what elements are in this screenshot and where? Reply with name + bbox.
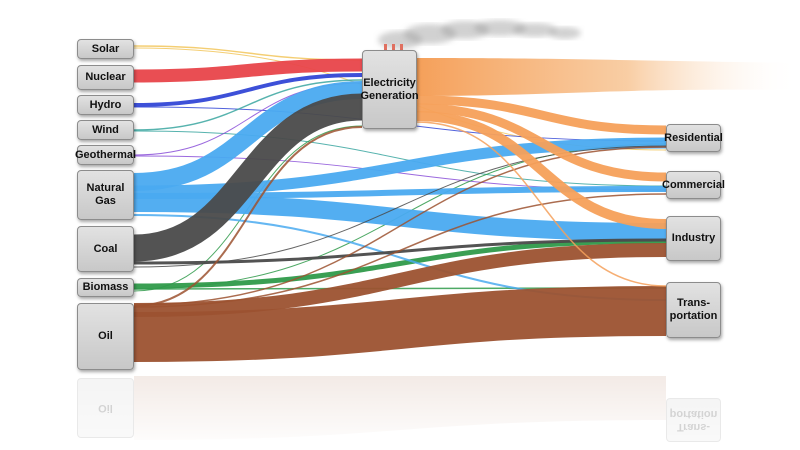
flow-link bbox=[133, 58, 363, 83]
node-transportation-reflection: Trans- portation bbox=[666, 398, 721, 442]
node-oil-label: Oil bbox=[98, 330, 113, 342]
flow-link bbox=[133, 45, 363, 61]
node-residential: Residential bbox=[664, 124, 723, 152]
node-industry-label: Industry bbox=[671, 232, 716, 244]
smoke-plume bbox=[378, 20, 581, 51]
node-biomass: Biomass bbox=[77, 278, 134, 297]
node-nuclear-label: Nuclear bbox=[85, 71, 126, 83]
flow-link bbox=[133, 126, 363, 307]
node-electricity-generation: Electricity Generation bbox=[360, 50, 419, 129]
node-oil-reflection-label: Oil bbox=[98, 402, 113, 415]
smoke-puff bbox=[474, 20, 526, 36]
node-coal-label: Coal bbox=[93, 242, 118, 255]
waste-heat-flow bbox=[417, 58, 800, 96]
flow-link bbox=[133, 193, 667, 308]
node-geothermal: Geothermal bbox=[74, 145, 137, 165]
node-transportation-label: Trans- portation bbox=[669, 297, 718, 322]
flow-link bbox=[416, 103, 667, 182]
node-solar-label: Solar bbox=[91, 42, 120, 55]
flow-link bbox=[133, 243, 667, 317]
flow-link bbox=[133, 73, 363, 107]
node-transportation-reflection-label: Trans- portation bbox=[669, 408, 718, 433]
flow-link bbox=[133, 286, 667, 362]
flow-layer bbox=[133, 45, 800, 362]
flow-link bbox=[133, 79, 363, 131]
smoke-puff bbox=[513, 23, 557, 37]
node-wind-label: Wind bbox=[92, 123, 119, 136]
node-commercial-label: Commercial bbox=[662, 178, 725, 191]
node-geothermal-label: Geothermal bbox=[74, 148, 137, 161]
node-commercial: Commercial bbox=[662, 171, 725, 199]
node-oil: Oil bbox=[77, 303, 134, 370]
smoke-puff bbox=[549, 27, 581, 39]
flow-link bbox=[416, 121, 667, 287]
flow-link bbox=[133, 238, 667, 265]
chimney-icon bbox=[384, 44, 387, 51]
flow-link bbox=[416, 111, 667, 229]
node-oil-reflection: Oil bbox=[77, 378, 134, 438]
node-transportation: Trans- portation bbox=[666, 282, 721, 338]
flow-link bbox=[133, 93, 363, 262]
node-hydro: Hydro bbox=[77, 95, 134, 115]
flow-link bbox=[133, 81, 363, 191]
reflection-fade bbox=[0, 372, 800, 450]
flow-link bbox=[133, 238, 667, 289]
node-wind: Wind bbox=[77, 120, 134, 140]
node-solar: Solar bbox=[77, 39, 134, 59]
chimney-icon bbox=[400, 44, 403, 51]
flow-link bbox=[416, 95, 667, 135]
flow-link bbox=[133, 130, 667, 187]
node-natural-gas-label: Natural Gas bbox=[86, 182, 125, 207]
node-natural-gas: Natural Gas bbox=[77, 170, 134, 220]
node-coal: Coal bbox=[77, 226, 134, 272]
node-nuclear: Nuclear bbox=[77, 65, 134, 90]
node-electricity-generation-label: Electricity Generation bbox=[360, 76, 419, 102]
chimney-icon bbox=[392, 44, 395, 51]
node-industry: Industry bbox=[666, 216, 721, 261]
node-biomass-label: Biomass bbox=[82, 281, 129, 293]
node-residential-label: Residential bbox=[664, 131, 723, 144]
node-hydro-label: Hydro bbox=[89, 98, 122, 111]
